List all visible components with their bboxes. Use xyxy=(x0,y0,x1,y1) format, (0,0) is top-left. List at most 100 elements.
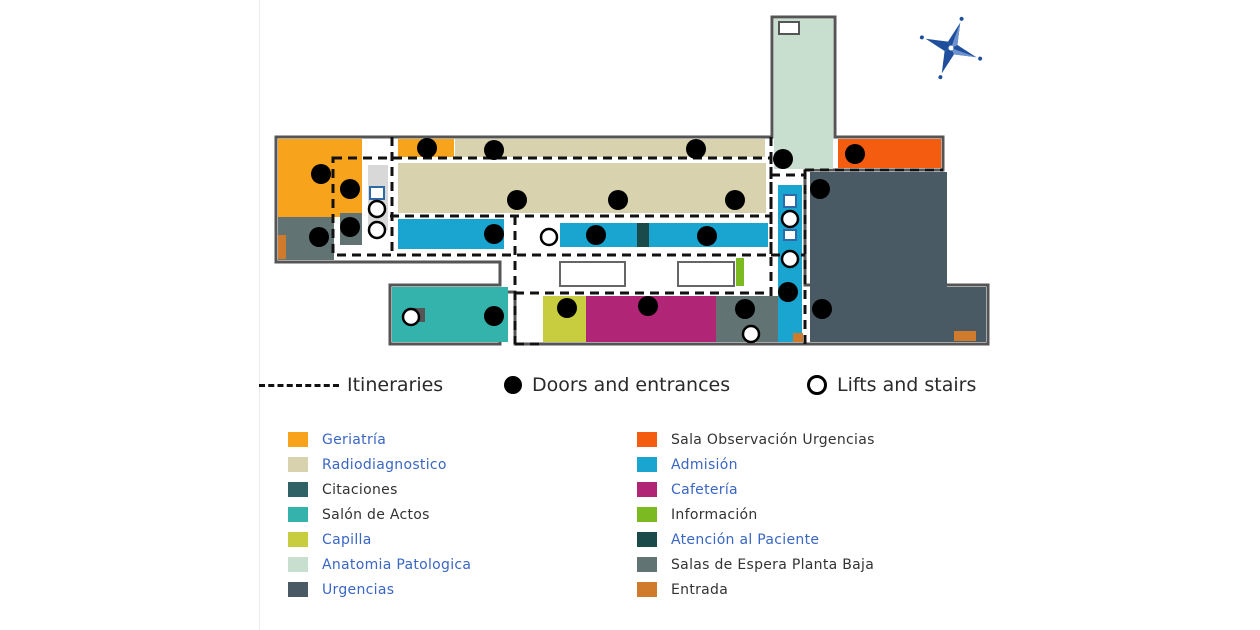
legend-swatch xyxy=(637,507,657,522)
legend-swatch xyxy=(288,482,308,497)
legend-label: Atención al Paciente xyxy=(671,531,820,548)
legend-label: Radiodiagnostico xyxy=(322,456,447,473)
legend-swatch xyxy=(637,457,657,472)
room-urgencias xyxy=(810,172,947,342)
key-lifts-label: Lifts and stairs xyxy=(837,374,977,396)
door-marker xyxy=(417,138,437,158)
lift-marker xyxy=(539,227,559,247)
legend-label: Geriatría xyxy=(322,431,387,448)
door-marker xyxy=(697,226,717,246)
door-marker xyxy=(311,164,331,184)
legend-item: Sala Observación Urgencias xyxy=(637,427,875,452)
door-marker xyxy=(778,282,798,302)
legend-item: Radiodiagnostico xyxy=(288,452,471,477)
legend-swatch xyxy=(637,432,657,447)
legend-label: Salón de Actos xyxy=(322,506,430,523)
door-marker xyxy=(557,298,577,318)
key-itineraries: Itineraries xyxy=(259,370,443,400)
legend-swatch xyxy=(288,457,308,472)
room-informacion xyxy=(736,258,744,286)
lift-box-2 xyxy=(783,194,797,208)
stair-box-top xyxy=(778,21,800,35)
room-blank-2 xyxy=(677,261,735,287)
legend-item: Salón de Actos xyxy=(288,502,471,527)
lift-marker xyxy=(780,209,800,229)
door-marker xyxy=(608,190,628,210)
lift-marker xyxy=(780,249,800,269)
doors xyxy=(309,138,865,326)
legend-item: Anatomia Patologica xyxy=(288,552,471,577)
lift-marker xyxy=(741,324,761,344)
room-entrada-right xyxy=(954,331,976,341)
door-marker xyxy=(725,190,745,210)
door-marker xyxy=(812,299,832,319)
legend-swatch xyxy=(637,557,657,572)
page-divider xyxy=(259,0,260,630)
legend-item: Geriatría xyxy=(288,427,471,452)
legend-item: Cafetería xyxy=(637,477,875,502)
door-marker xyxy=(735,299,755,319)
lift-marker xyxy=(367,199,387,219)
legend-swatch xyxy=(288,532,308,547)
door-marker xyxy=(484,224,504,244)
legend-label: Capilla xyxy=(322,531,372,548)
compass-rose-icon xyxy=(919,16,983,80)
door-marker xyxy=(340,179,360,199)
door-marker xyxy=(810,179,830,199)
legend-label: Anatomia Patologica xyxy=(322,556,472,573)
legend-label: Sala Observación Urgencias xyxy=(671,431,875,448)
legend-right-column: Sala Observación Urgencias Admisión Cafe… xyxy=(637,427,875,602)
door-marker xyxy=(484,140,504,160)
key-lifts: Lifts and stairs xyxy=(807,370,976,400)
door-marker xyxy=(686,139,706,159)
legend-left-column: Geriatría Radiodiagnostico Citaciones Sa… xyxy=(288,427,471,602)
room-radiodiagnostico xyxy=(398,163,766,213)
legend-item: Urgencias xyxy=(288,577,471,602)
door-marker xyxy=(773,149,793,169)
door-dot-icon xyxy=(504,376,522,394)
legend-item: Entrada xyxy=(637,577,875,602)
itineraries xyxy=(331,137,943,346)
door-marker xyxy=(484,306,504,326)
legend-label: Citaciones xyxy=(322,481,398,498)
door-marker xyxy=(309,227,329,247)
legend-item: Información xyxy=(637,502,875,527)
lifts xyxy=(367,199,800,344)
room-blank-1 xyxy=(559,261,626,287)
legend-swatch xyxy=(637,482,657,497)
legend-label: Salas de Espera Planta Baja xyxy=(671,556,875,573)
floor-plan xyxy=(274,15,990,346)
door-marker xyxy=(845,144,865,164)
door-marker xyxy=(507,190,527,210)
legend-swatch xyxy=(288,432,308,447)
key-doors: Doors and entrances xyxy=(504,370,730,400)
lift-box-3 xyxy=(783,229,797,241)
door-marker xyxy=(340,217,360,237)
door-marker xyxy=(586,225,606,245)
lift-marker xyxy=(401,307,421,327)
legend-label: Entrada xyxy=(671,581,729,598)
legend-item: Admisión xyxy=(637,452,875,477)
legend-item: Salas de Espera Planta Baja xyxy=(637,552,875,577)
legend-swatch xyxy=(288,582,308,597)
legend-label: Información xyxy=(671,506,758,523)
legend-label: Admisión xyxy=(671,456,738,473)
lift-marker xyxy=(367,220,387,240)
key-itineraries-label: Itineraries xyxy=(347,374,444,396)
itinerary-main-loop xyxy=(331,156,773,257)
room-anatomia-patologica xyxy=(774,19,833,169)
legend-swatch xyxy=(637,582,657,597)
room-entrada-bottom xyxy=(793,333,803,342)
key-doors-label: Doors and entrances xyxy=(532,374,731,396)
legend-item: Capilla xyxy=(288,527,471,552)
room-atencion-paciente xyxy=(637,223,649,247)
legend-item: Atención al Paciente xyxy=(637,527,875,552)
legend-label: Cafetería xyxy=(671,481,738,498)
legend-swatch xyxy=(288,557,308,572)
door-marker xyxy=(638,296,658,316)
lift-box-1 xyxy=(369,186,385,200)
legend-swatch xyxy=(288,507,308,522)
dashed-line-icon xyxy=(259,383,339,387)
lift-ring-icon xyxy=(807,375,827,395)
legend-label: Urgencias xyxy=(322,581,395,598)
